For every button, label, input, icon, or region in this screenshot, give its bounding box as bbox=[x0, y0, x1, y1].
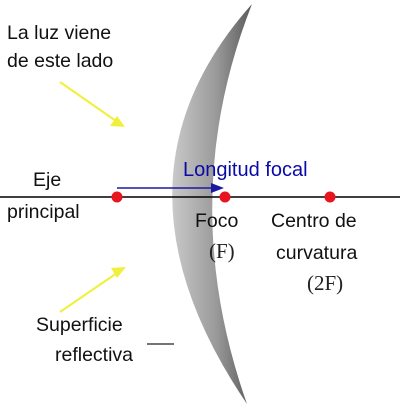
focal-length-label: Longitud focal bbox=[183, 159, 308, 181]
focus-label: Foco bbox=[195, 210, 239, 232]
axis-label-line2: principal bbox=[7, 201, 80, 223]
surface-label-line1: Superficie bbox=[36, 314, 123, 336]
axis-label-line1: Eje bbox=[33, 169, 61, 191]
mirror-surface bbox=[172, 4, 252, 404]
center-of-curvature-point bbox=[324, 191, 336, 203]
center-label-line1: Centro de bbox=[271, 210, 357, 232]
surface-label-line2: reflectiva bbox=[55, 344, 133, 366]
light-label-line1: La luz viene bbox=[7, 22, 111, 44]
focus-symbol: (F) bbox=[209, 239, 235, 263]
center-label-line2: curvatura bbox=[276, 242, 357, 264]
light-label-line2: de este lado bbox=[7, 50, 113, 72]
light-direction-arrow bbox=[59, 81, 125, 127]
surface-pointer-arrow bbox=[59, 267, 126, 313]
focus-point bbox=[219, 191, 231, 203]
center-symbol: (2F) bbox=[307, 271, 343, 295]
focal-length-arrow bbox=[117, 183, 224, 193]
vertex-point bbox=[111, 191, 123, 203]
